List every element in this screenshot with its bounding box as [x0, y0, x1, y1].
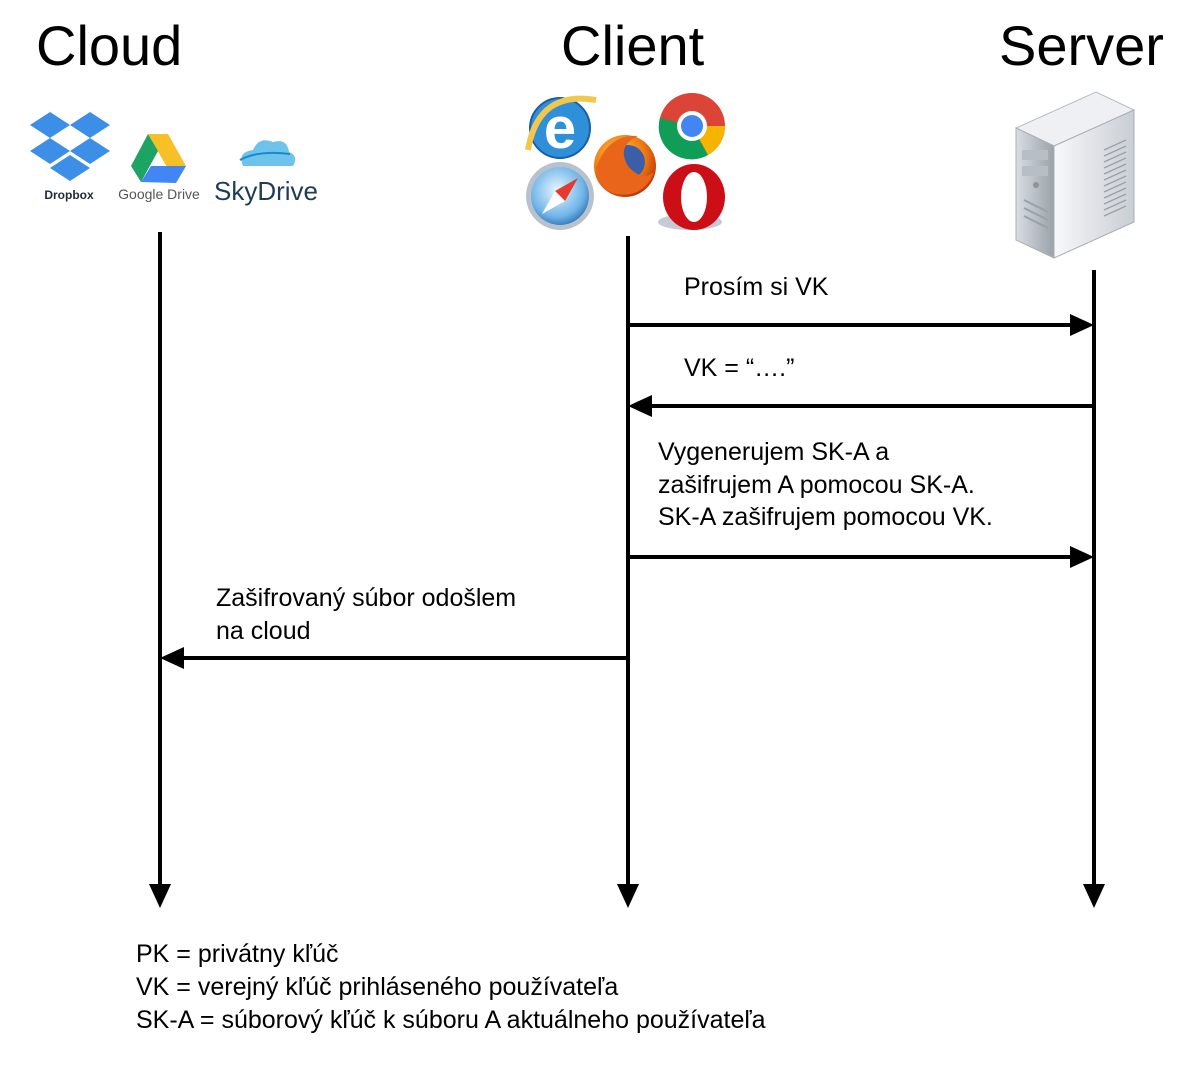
message-label-2: VK = “….”	[684, 354, 795, 382]
actor-title-server: Server	[999, 14, 1164, 77]
safari-icon	[526, 162, 594, 230]
chrome-icon	[658, 93, 726, 160]
lifeline-cloud-arrowhead	[149, 884, 171, 908]
message-arrow-2	[628, 395, 1094, 417]
lifeline-client-arrowhead	[617, 884, 639, 908]
message-label-4: Zašifrovaný súbor odošlem na cloud	[216, 582, 516, 647]
legend-vk: VK = verejný kľúč prihláseného používate…	[136, 973, 619, 1001]
dropbox-label: Dropbox	[44, 188, 94, 202]
message-label-3: Vygenerujem SK-A a zašifrujem A pomocou …	[658, 436, 993, 534]
message-label-4-line-1: Zašifrovaný súbor odošlem	[216, 584, 517, 612]
legend: PK = privátny kľúč VK = verejný kľúč pri…	[136, 938, 766, 1037]
google-drive-label: Google Drive	[118, 186, 200, 202]
legend-pk: PK = privátny kľúč	[136, 940, 339, 968]
google-drive-icon: Google Drive	[118, 134, 200, 202]
internet-explorer-icon: e	[525, 95, 597, 161]
actor-title-client: Client	[561, 14, 705, 77]
skydrive-icon: SkyDrive	[214, 140, 318, 206]
message-label-3-line-3: SK-A zašifrujem pomocou VK.	[658, 503, 993, 531]
firefox-icon	[594, 135, 656, 197]
message-label-3-line-1: Vygenerujem SK-A a	[658, 438, 890, 466]
message-arrow-3	[628, 546, 1094, 568]
message-arrow-4	[160, 647, 628, 669]
lifeline-server-arrowhead	[1083, 884, 1105, 908]
message-arrow-1	[628, 314, 1094, 336]
message-label-4-line-2: na cloud	[216, 616, 311, 645]
message-label-3-line-2: zašifrujem A pomocou SK-A.	[658, 470, 975, 499]
legend-ska: SK-A = súborový kľúč k súboru A aktuálne…	[136, 1006, 766, 1034]
actor-title-cloud: Cloud	[36, 14, 183, 77]
server-tower-icon	[1014, 91, 1136, 259]
dropbox-icon: Dropbox	[30, 112, 110, 202]
opera-icon	[658, 164, 725, 230]
message-label-1: Prosím si VK	[684, 273, 829, 301]
skydrive-label: SkyDrive	[214, 176, 318, 206]
